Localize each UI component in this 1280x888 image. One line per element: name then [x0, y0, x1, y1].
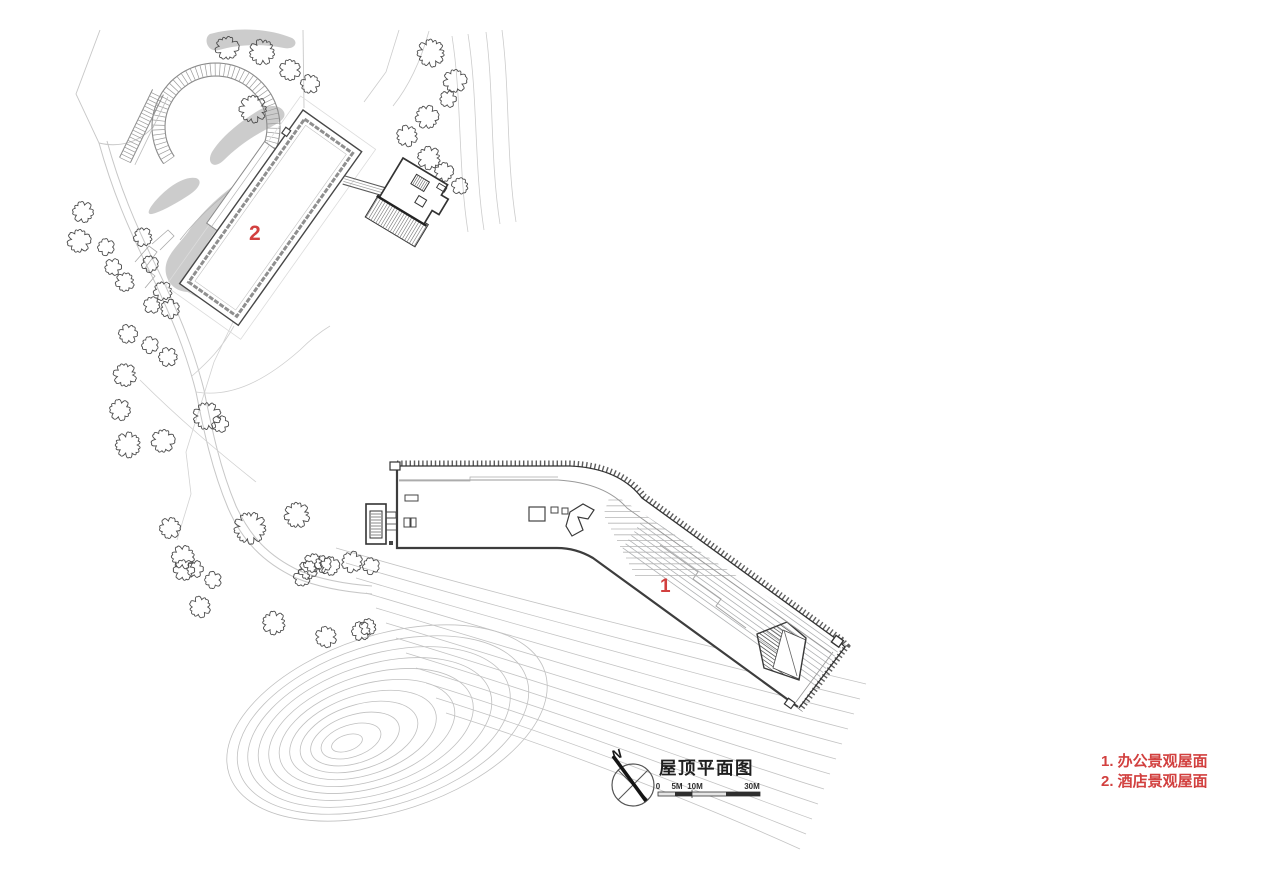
- trees-layer: [66, 35, 469, 649]
- stair-ramp: [119, 89, 169, 165]
- road-layer: [75, 29, 517, 595]
- scale-bar: [657, 790, 761, 798]
- building-2-label: 2: [249, 222, 261, 245]
- legend-item-2: 2. 酒店景观屋面: [1101, 772, 1208, 790]
- building-1-label: 1: [660, 576, 671, 597]
- small-pavilion: [364, 156, 450, 248]
- north-compass: [611, 754, 655, 807]
- plan-title: 屋顶平面图: [659, 758, 754, 778]
- scale-label-0: 0: [656, 782, 661, 791]
- north-label: N: [610, 746, 623, 763]
- hotel-building: [165, 95, 377, 340]
- scale-label-30m: 30M: [744, 782, 760, 791]
- scale-label-5m: 5M: [671, 782, 682, 791]
- scale-label-10m: 10M: [687, 782, 703, 791]
- legend-item-1: 1. 办公景观屋面: [1101, 752, 1208, 770]
